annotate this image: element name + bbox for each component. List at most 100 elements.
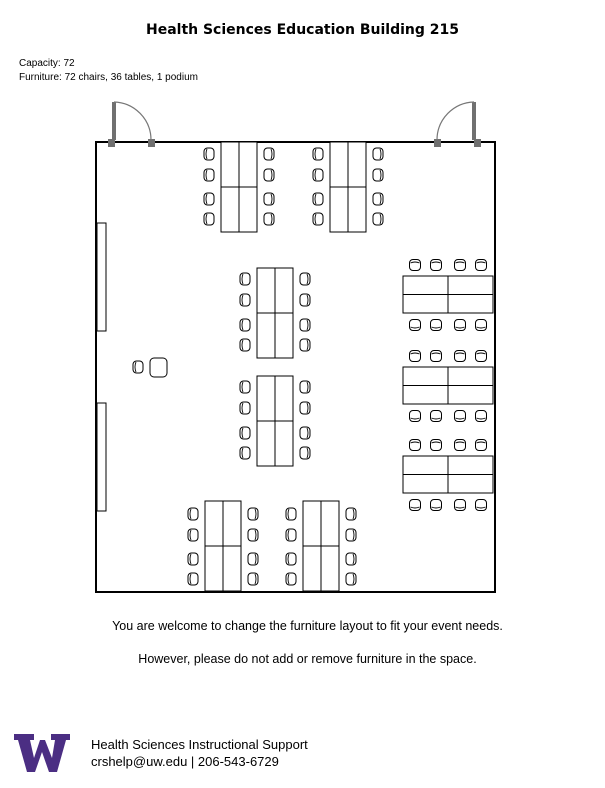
chair [299,272,311,286]
chair [263,212,275,226]
chair-back [241,273,244,285]
chair-back [431,506,441,509]
chair [187,507,199,521]
chair-back [379,169,382,181]
chair-back [476,506,486,509]
chair [430,319,442,331]
chair [475,439,487,451]
table [302,545,322,592]
whiteboard [96,222,107,332]
chair [132,360,144,374]
table [447,294,494,314]
furniture-note: However, please do not add or remove fur… [138,652,477,666]
chair [263,192,275,206]
chair [203,147,215,161]
chair [285,552,297,566]
chair-back [306,339,309,351]
chair [203,212,215,226]
chair [239,318,251,332]
chair-back [476,417,486,420]
chair-back [352,508,355,520]
chair-back [254,553,257,565]
table [222,500,242,547]
chair [247,572,259,586]
chair-back [379,193,382,205]
chair [312,212,324,226]
chair-back [476,352,486,355]
chair [299,426,311,440]
chair [409,259,421,271]
chair [430,410,442,422]
chair-back [431,352,441,355]
chair-back [455,506,465,509]
chair [345,572,357,586]
chair [285,507,297,521]
chair-back [410,326,420,329]
chair-back [287,553,290,565]
table [402,366,449,386]
chair-back [270,213,273,225]
chair [409,499,421,511]
table [320,500,340,547]
chair-back [455,261,465,264]
chair-back [241,402,244,414]
chair-back [205,193,208,205]
table [222,545,242,592]
chair [239,401,251,415]
door-post [434,139,441,147]
chair-back [314,169,317,181]
room-info: Capacity: 72 Furniture: 72 chairs, 36 ta… [19,57,198,85]
table [256,312,276,359]
chair-back [134,361,137,373]
chair-back [306,294,309,306]
footer-org: Health Sciences Instructional Support [91,737,308,752]
chair [239,338,251,352]
chair [430,259,442,271]
chair [475,499,487,511]
table [302,500,322,547]
chair [239,446,251,460]
table [329,141,349,188]
table [256,375,276,422]
chair-back [306,319,309,331]
footer-contact: crshelp@uw.edu | 206-543-6729 [91,754,279,769]
chair-back [352,553,355,565]
chair-back [254,573,257,585]
uw-logo [14,734,70,772]
chair [312,168,324,182]
chair [345,528,357,542]
door-swing-arc [113,101,152,141]
chair-back [431,441,441,444]
chair-back [476,261,486,264]
table [447,275,494,295]
chair [299,446,311,460]
chair-back [189,529,192,541]
door-leaf [472,102,476,140]
chair-back [270,148,273,160]
chair [299,380,311,394]
chair-back [455,441,465,444]
chair-back [306,273,309,285]
table [447,366,494,386]
chair [247,528,259,542]
table [402,275,449,295]
chair [372,147,384,161]
chair [345,552,357,566]
chair-back [254,529,257,541]
chair-back [205,213,208,225]
chair [454,410,466,422]
chair-back [476,326,486,329]
chair-back [241,339,244,351]
chair [239,380,251,394]
table [238,186,258,233]
chair-back [314,148,317,160]
chair [409,410,421,422]
table [256,267,276,314]
chair-back [241,294,244,306]
chair [475,350,487,362]
table [447,455,494,475]
chair [263,147,275,161]
table [347,186,367,233]
chair [475,319,487,331]
table [238,141,258,188]
